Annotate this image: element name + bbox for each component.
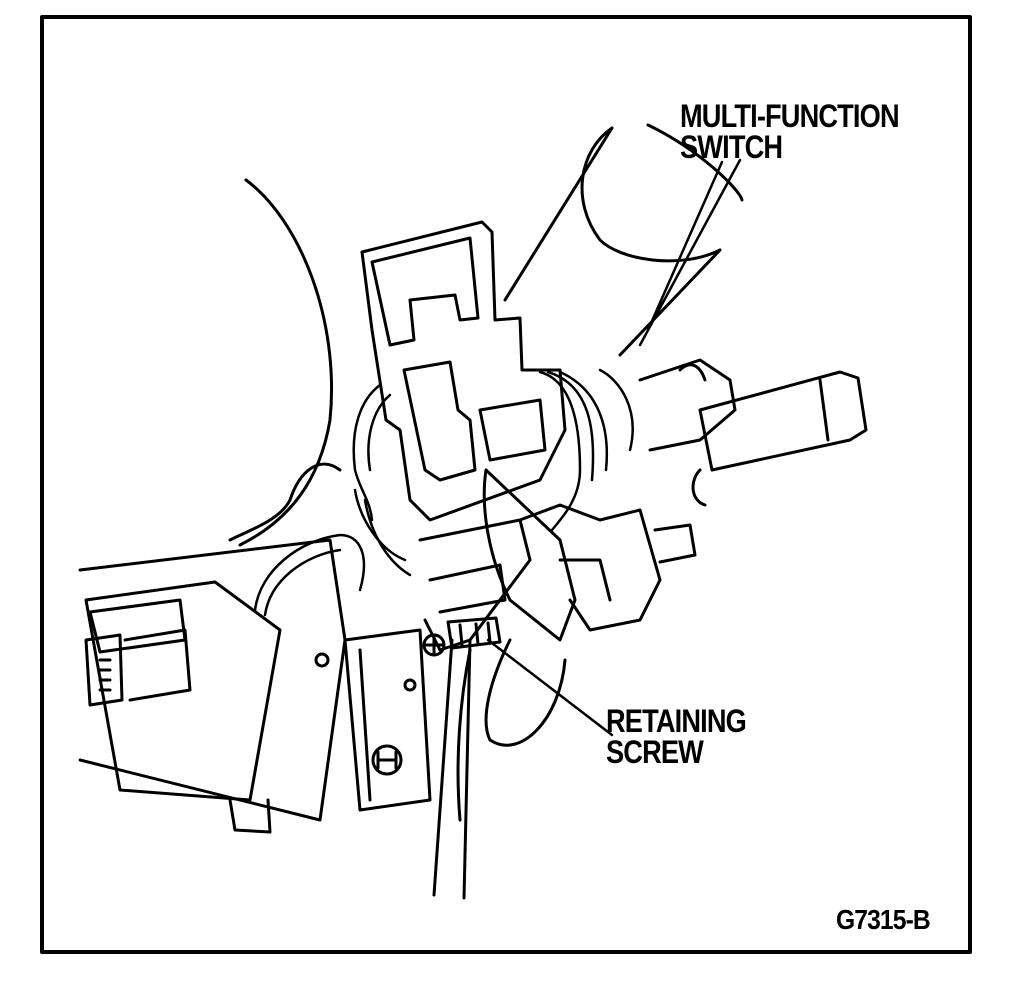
electrical-connector [78,538,347,834]
leader-retaining-screw [486,638,614,737]
lower-column [314,518,567,822]
callout-retaining-screw-line1: RETAINING [606,703,747,739]
steering-wheel-hub-line [228,462,342,542]
figure-code: G7315-B [836,904,931,935]
leader-multi-function [638,158,742,347]
screwdriver [432,638,472,900]
steering-wheel-rim [238,178,334,547]
lower-screw [371,744,403,776]
callout-multi-function-line1: MULTI-FUNCTION [680,98,900,134]
column-tube [503,123,744,357]
wiring-harness [253,368,634,617]
turn-signal-stalk [638,358,868,564]
multi-function-switch [360,220,662,642]
figure-frame [40,15,972,954]
callout-multi-function-line2: SWITCH [680,129,783,165]
callout-retaining-screw-line2: SCREW [606,734,704,770]
retaining-screw [422,616,502,657]
